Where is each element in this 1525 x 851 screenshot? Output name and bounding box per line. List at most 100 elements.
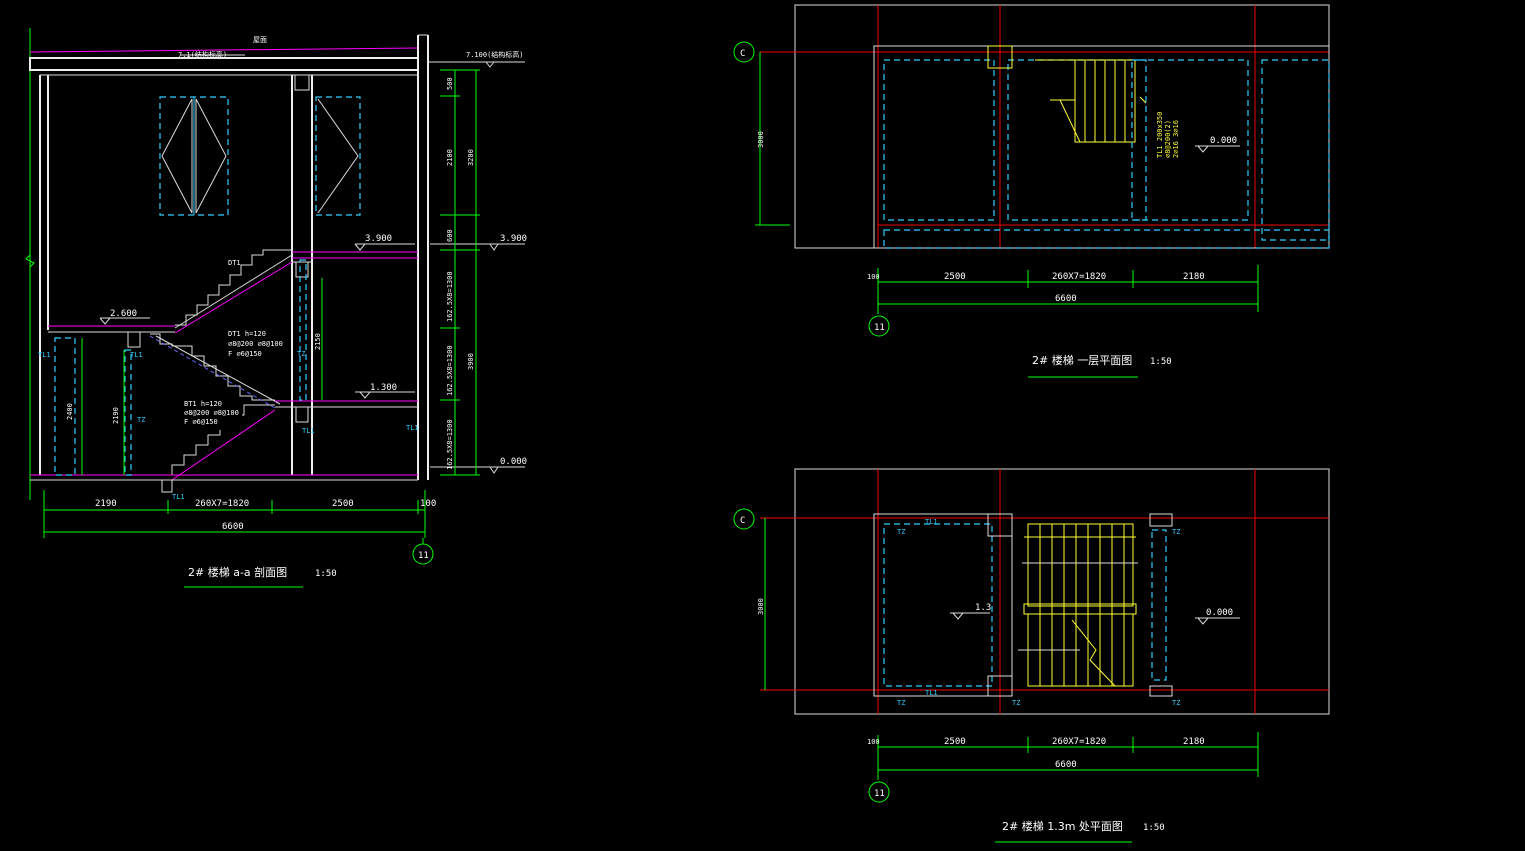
mid-elev-0: 0.000 [1206,608,1233,618]
elev-3900-inner: 3.900 [365,234,392,244]
dim-r-3900: 3900 [467,353,475,370]
dt1-note-3: F ⌀6@150 [228,350,262,358]
beam-1300 [295,406,309,423]
tz-column-1 [54,337,76,476]
tl1-tag-5: TL1 [172,493,185,501]
mid-axis-c-bubble [733,508,755,530]
mid-axis-c: C [740,516,745,526]
mid-stair-treads [1039,524,1125,686]
dim-b-2500: 2500 [332,499,354,509]
axis-c-bubble [733,41,755,63]
pm-dim-100: 100 [867,738,880,746]
mid-tz-4: TZ [1172,528,1180,536]
note-bg [226,326,286,358]
pm-dim-1820: 260X7=1820 [1052,737,1106,747]
mid-landing [1023,603,1137,615]
pm-dim-2500: 2500 [944,737,966,747]
elev-3900-outer: 3.900 [500,234,527,244]
mid-elev-13-mark [952,612,964,620]
pg-dim-1820: 260X7=1820 [1052,272,1106,282]
window-swing-3 [317,98,359,214]
stair-tick [1139,96,1147,104]
tz-column-3 [299,259,307,401]
tl-note-1: TL1 200x350 [1156,112,1164,158]
dt1-note-2: ⌀8@200 ⌀8@100 [228,340,283,348]
pg-axis-11: 11 [874,323,885,333]
pg-axis-11-bubble [868,315,890,337]
mid-room-walls [873,513,1013,697]
ground-beam [161,479,173,493]
mid-tz-1: TZ [897,528,905,536]
pg-dim-100: 100 [867,273,880,281]
axis-c-label: C [740,49,745,59]
mid-room [883,523,993,687]
dim-r-1300c: 162.5X8=1300 [446,419,454,470]
pm-dim-6600: 6600 [1055,760,1077,770]
dim-r-600: 600 [446,229,454,242]
mid-col-a [987,513,1013,537]
mid-tz-3: TZ [1012,699,1020,707]
elev-0: 0.000 [500,457,527,467]
pm-axis-11: 11 [874,789,885,799]
elev-3900-mark [354,243,366,251]
window-right [315,96,361,216]
plan-mid-drawing: TZ TL1 TL1 TZ TZ TZ TZ 1.3 0.000 [733,468,1330,843]
mid-flight-slab [149,335,276,409]
mid-flight-slab-b [155,335,281,405]
dim-r-1300b: 162.5X8=1300 [446,345,454,396]
dim-r-500: 500 [446,77,454,90]
elev-2600: 2.600 [110,309,137,319]
dim-b-1820: 260X7=1820 [195,499,249,509]
elev-top-right: 7.100(结构标高) [466,50,524,59]
mid-tl1-1: TL1 [925,518,938,526]
plan-ground-drawing: TL1 200x350 ⌀8@200(2) 2⌀16 3⌀16 0.000 30… [733,4,1330,378]
bottom-strip [883,229,1330,249]
window-swing-right [195,98,227,214]
plan-ground-elev: 0.000 [1210,136,1237,146]
dim-2190-text: 2190 [112,407,120,424]
plan-mid-frame [794,468,1330,715]
pg-dim-2500: 2500 [944,272,966,282]
elev-3900-right-mark [489,243,499,251]
bt1-note-3: F ⌀6@150 [184,418,218,426]
mid-tz-2: TZ [897,699,905,707]
column-a [987,45,1013,69]
pg-dim-2180: 2180 [1183,272,1205,282]
mid-tl1-2: TL1 [925,689,938,697]
elev-top-left: 7.1(结构标高) [178,50,227,59]
mid-col-d [1149,685,1173,697]
mid-col-c [1149,513,1173,527]
section-scale: 1:50 [315,569,337,579]
beam-2600 [127,331,141,348]
dim-2400-text: 2400 [66,403,74,420]
elev-mark-top-right [485,61,495,68]
tz-tag-2: TZ [297,350,305,358]
tl1-tag-4: TL1 [406,424,419,432]
elev-1300: 1.300 [370,383,397,393]
window-swing-left [161,98,193,214]
pg-dim-6600: 6600 [1055,294,1077,304]
lower-flight-slab [171,409,276,481]
plan-ground-walls [873,45,1330,249]
plan-ground-title: 2# 楼梯 一层平面图 [1032,353,1132,367]
mid-col-b [987,675,1013,697]
bt1-note-1: BT1 h=120 [184,400,222,408]
plan-ground-dim-ticks [877,265,1259,314]
plan-mid-scale: 1:50 [1143,823,1165,833]
dt1-tag: DT1 [228,259,241,267]
elev-0-mark [489,466,499,474]
dt1-note-1: DT1 h=120 [228,330,266,338]
beam-tl [1131,59,1147,221]
note-bg-2 [182,398,242,430]
dim-r-3200: 3200 [467,149,475,166]
roof-note: 屋面 [253,36,267,44]
tl1-tag-2: TL1 [130,351,143,359]
mid-dim-ticks [877,732,1259,780]
plan-mid-title: 2# 楼梯 1.3m 处平面图 [1002,819,1123,833]
elev-0-plan-mark [1197,145,1209,153]
mid-tz-5: TZ [1172,699,1180,707]
beam-stub [294,74,310,91]
tl-note-2: ⌀8@200(2) [1164,120,1172,158]
tl1-tag-1: TL1 [38,351,51,359]
